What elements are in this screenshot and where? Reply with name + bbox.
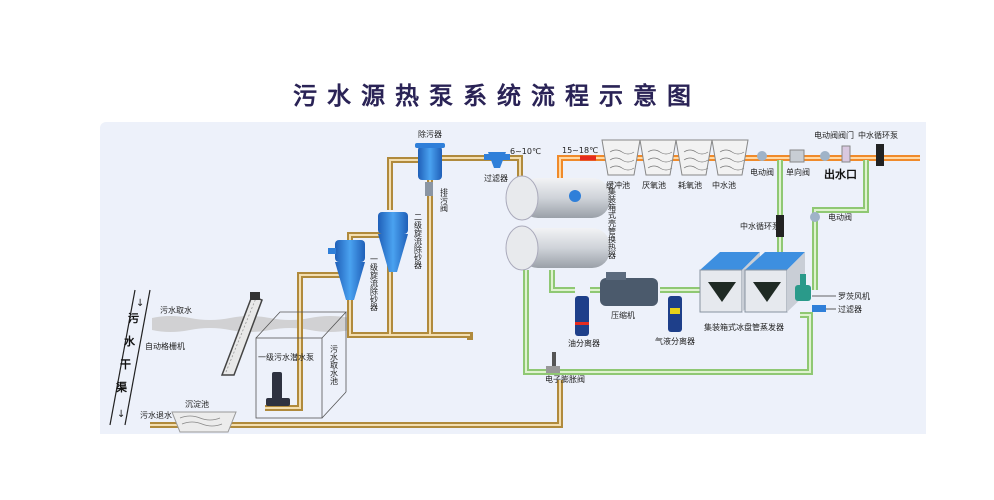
reclaimed-pool-label: 中水池 — [712, 180, 736, 190]
gas-liquid-separator — [668, 296, 682, 332]
reclaimed-pump-mid-label: 中水循环泵 — [740, 221, 780, 231]
expansion-valve-label: 电子膨胀阀 — [545, 374, 585, 384]
auto-grille-label: 自动格栅机 — [145, 341, 185, 351]
evaporator-label: 集装箱式冰盘管蒸发器 — [704, 322, 784, 332]
channel-char-2: 水 — [124, 334, 136, 348]
sedimentation-tank-label: 沉淀池 — [185, 399, 209, 409]
temp-high-label: 15~18℃ — [562, 146, 598, 155]
auto-grille-machine — [220, 292, 263, 376]
reclaimed-pump-icon — [876, 144, 884, 166]
anoxic-pool-label: 厌氧池 — [642, 180, 666, 190]
electronic-expansion-valve — [546, 352, 560, 373]
refrigerant-pipe — [523, 160, 869, 375]
temp-low-label: 6~10℃ — [510, 147, 541, 156]
primary-cyclone-label: 一级旋流除砂器 — [370, 255, 379, 312]
ice-coil-evaporator — [699, 252, 805, 313]
channel-char-4: 渠 — [116, 380, 128, 394]
motor-valve-2-label: 电动阀 — [814, 130, 838, 140]
motor-valve-icon — [820, 151, 830, 161]
dirt-remover-label: 除污器 — [418, 129, 442, 139]
top-filter-label: 过滤器 — [484, 173, 508, 183]
gas-liquid-separator-label: 气液分离器 — [655, 336, 695, 346]
oil-separator — [575, 296, 589, 336]
primary-cyclone-separator — [328, 240, 365, 300]
motor-valve-3-label: 电动阀 — [828, 212, 852, 222]
oil-separator-label: 油分离器 — [568, 338, 600, 348]
flow-arrow-down-icon: ↓ — [117, 409, 125, 420]
diagram-title: 污水源热泵系统流程示意图 — [293, 82, 701, 110]
gate-valve-icon — [841, 145, 851, 163]
anoxic-pool — [639, 139, 677, 176]
reclaimed-pool — [711, 139, 749, 176]
shell-tube-heat-exchanger — [505, 175, 610, 271]
channel-char-1: 污 — [128, 311, 139, 325]
intake-pool-label: 污水取水池 — [330, 344, 339, 385]
aerobic-pool — [675, 139, 713, 176]
motor-valve-icon — [810, 212, 820, 222]
roots-blower — [795, 274, 811, 301]
check-valve-icon — [789, 149, 805, 163]
right-filter-icon — [812, 305, 826, 312]
secondary-cyclone-label: 二级旋流除砂器 — [414, 213, 423, 270]
valve-label: 阀门 — [838, 130, 854, 140]
secondary-cyclone-separator — [378, 212, 408, 272]
roots-blower-label: 罗茨风机 — [838, 291, 870, 301]
check-valve-label: 单向阀 — [786, 167, 810, 177]
right-filter-label: 过滤器 — [838, 304, 862, 314]
treatment-pools — [601, 139, 749, 176]
motor-valve-1-label: 电动阀 — [750, 167, 774, 177]
intake-pool — [255, 311, 347, 419]
channel-char-3: 干 — [120, 358, 131, 371]
sewage-main-channel: 污 水 干 渠 ↓ ↓ — [109, 289, 151, 426]
aerobic-pool-label: 耗氧池 — [678, 180, 702, 190]
top-filter — [484, 152, 510, 168]
submersible-pump-icon — [266, 372, 290, 406]
reclaimed-pump-icon — [776, 215, 784, 237]
submersible-pump-label: 一级污水潜水泵 — [258, 352, 314, 362]
heat-exchanger-label: 集装箱式壳管换热器 — [608, 186, 617, 260]
sewage-intake-label: 污水取水 — [160, 305, 192, 315]
buffer-pool — [601, 139, 641, 176]
motor-valve-icon — [757, 151, 767, 161]
dirt-remover — [415, 143, 445, 196]
buffer-pool-label: 缓冲池 — [606, 180, 630, 190]
compressor — [600, 272, 658, 306]
flow-arrow-down-icon: ↓ — [136, 298, 144, 309]
sewage-return-label: 污水退水 — [140, 410, 172, 420]
reclaimed-pump-top-label: 中水循环泵 — [858, 130, 898, 140]
drain-valve-label: 排污阀 — [440, 187, 449, 213]
outlet-label: 出水口 — [824, 167, 857, 181]
compressor-label: 压缩机 — [611, 310, 635, 320]
sedimentation-tank — [171, 411, 237, 433]
